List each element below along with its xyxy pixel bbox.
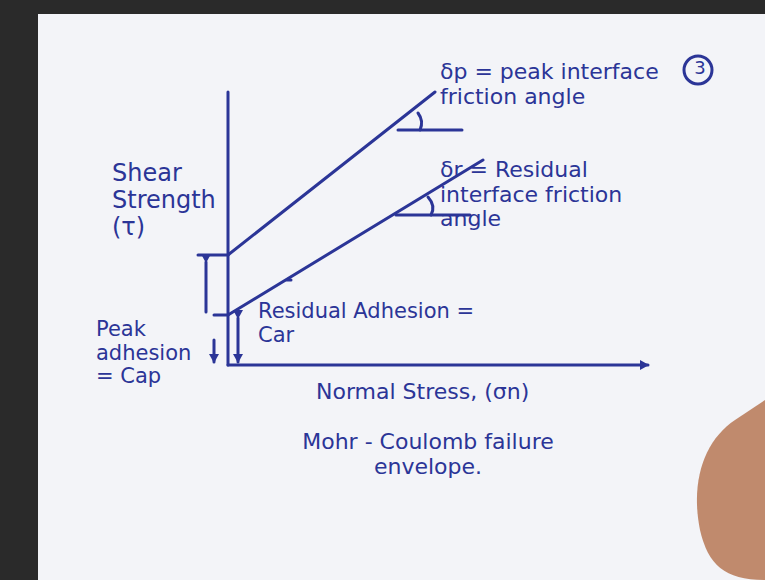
angle-label: δp = peak interface friction angle bbox=[440, 60, 670, 109]
y-axis bbox=[227, 92, 230, 365]
tick bbox=[214, 314, 228, 317]
caption-note: Mohr - Coulomb failure envelope. bbox=[278, 430, 578, 479]
tick bbox=[198, 254, 228, 257]
adhesion-label: Residual Adhesion = Car bbox=[258, 300, 508, 347]
adhesion-label: Peak adhesion = Cap bbox=[96, 318, 196, 389]
page-circle bbox=[684, 56, 712, 84]
angle-label: δr = Residual interface friction angle bbox=[440, 158, 630, 232]
hand bbox=[697, 400, 765, 580]
dimension-arrow bbox=[237, 318, 240, 362]
paper-sheet bbox=[38, 14, 765, 580]
dimension-arrow bbox=[213, 340, 216, 362]
angle-arc bbox=[418, 113, 422, 130]
peak-envelope bbox=[228, 92, 435, 255]
axis-label: Shear Strength (τ) bbox=[112, 160, 208, 241]
dimension-arrow bbox=[205, 262, 208, 312]
x-axis bbox=[228, 364, 648, 367]
axis-label: Normal Stress, (σn) bbox=[316, 380, 576, 405]
page-number: 3 bbox=[690, 58, 710, 78]
angle-arc bbox=[428, 197, 433, 215]
point-mark bbox=[287, 279, 291, 282]
reference-line bbox=[398, 129, 462, 132]
